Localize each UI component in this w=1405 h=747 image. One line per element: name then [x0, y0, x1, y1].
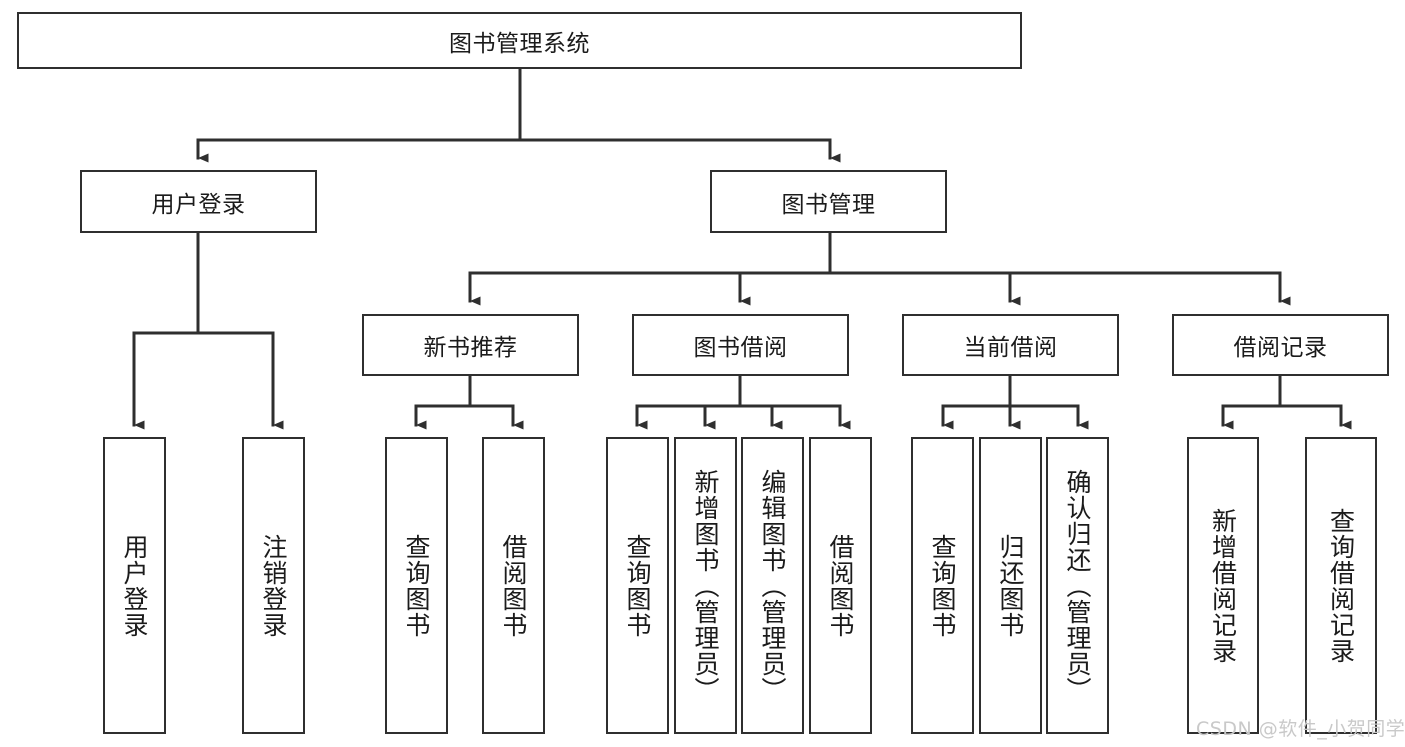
- node-leaf-borrow-book-2-label: 借阅图书: [826, 533, 855, 638]
- node-user-login-label: 用户登录: [151, 191, 246, 218]
- node-root[interactable]: 图书管理系统: [17, 12, 1022, 69]
- node-leaf-query-book-1[interactable]: 查询图书: [385, 437, 448, 734]
- node-leaf-borrow-book-1-label: 借阅图书: [499, 533, 528, 638]
- node-leaf-query-record-label: 查询借阅记录: [1326, 507, 1356, 664]
- node-leaf-borrow-book-2[interactable]: 借阅图书: [809, 437, 872, 734]
- node-leaf-edit-book[interactable]: 编辑图书（管理员）: [741, 437, 804, 734]
- node-leaf-query-book-3-label: 查询图书: [928, 533, 957, 638]
- node-current-borrow-label: 当前借阅: [963, 335, 1058, 361]
- node-leaf-query-record[interactable]: 查询借阅记录: [1305, 437, 1377, 734]
- node-leaf-add-record-label: 新增借阅记录: [1208, 507, 1238, 664]
- node-leaf-query-book-1-label: 查询图书: [402, 533, 431, 638]
- node-leaf-user-login[interactable]: 用户登录: [103, 437, 166, 734]
- node-book-manage[interactable]: 图书管理: [710, 170, 947, 233]
- node-borrow-record[interactable]: 借阅记录: [1172, 314, 1389, 376]
- node-leaf-query-book-2-label: 查询图书: [623, 533, 652, 638]
- node-current-borrow[interactable]: 当前借阅: [902, 314, 1119, 376]
- node-book-borrow-label: 图书借阅: [693, 335, 788, 361]
- node-leaf-add-book-label: 新增图书（管理员）: [691, 468, 720, 703]
- node-leaf-edit-book-label: 编辑图书（管理员）: [758, 468, 787, 703]
- node-root-label: 图书管理系统: [449, 30, 590, 57]
- node-leaf-borrow-book-1[interactable]: 借阅图书: [482, 437, 545, 734]
- node-leaf-user-login-label: 用户登录: [120, 533, 149, 638]
- watermark-text: CSDN @软件_小贺同学: [1196, 718, 1405, 740]
- node-leaf-query-book-2[interactable]: 查询图书: [606, 437, 669, 734]
- node-leaf-confirm-return[interactable]: 确认归还（管理员）: [1046, 437, 1109, 734]
- node-leaf-logout-label: 注销登录: [259, 533, 288, 638]
- node-user-login[interactable]: 用户登录: [80, 170, 317, 233]
- node-book-borrow[interactable]: 图书借阅: [632, 314, 849, 376]
- node-new-book-recommend[interactable]: 新书推荐: [362, 314, 579, 376]
- node-new-book-recommend-label: 新书推荐: [423, 335, 518, 361]
- node-leaf-logout[interactable]: 注销登录: [242, 437, 305, 734]
- node-book-manage-label: 图书管理: [781, 191, 876, 218]
- node-leaf-return-book[interactable]: 归还图书: [979, 437, 1042, 734]
- node-leaf-add-record[interactable]: 新增借阅记录: [1187, 437, 1259, 734]
- node-borrow-record-label: 借阅记录: [1233, 335, 1328, 361]
- node-leaf-return-book-label: 归还图书: [996, 533, 1025, 638]
- node-leaf-add-book[interactable]: 新增图书（管理员）: [674, 437, 737, 734]
- node-leaf-query-book-3[interactable]: 查询图书: [911, 437, 974, 734]
- node-leaf-confirm-return-label: 确认归还（管理员）: [1063, 468, 1092, 703]
